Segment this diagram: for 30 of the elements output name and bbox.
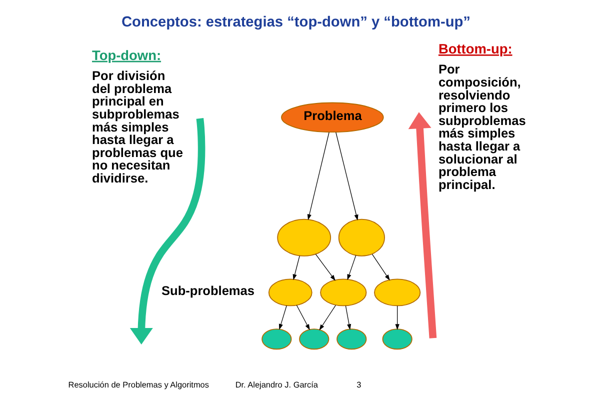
node-ellipse: Problema (281, 102, 384, 133)
label: Resolución de Problemas y Algoritmos (68, 380, 209, 390)
arrow (278, 305, 287, 330)
arrow (372, 254, 390, 281)
arrow (315, 254, 336, 281)
node-ellipse (277, 218, 332, 256)
arrow (292, 256, 300, 280)
node-ellipse (299, 328, 330, 350)
node-ellipse (262, 328, 292, 350)
label: Dr. Alejandro J. García (235, 380, 318, 390)
arrow (307, 132, 330, 220)
arrow (345, 306, 352, 330)
label: Top-down: (92, 48, 162, 63)
arrow (347, 255, 356, 280)
node-ellipse (338, 218, 385, 256)
node-ellipse (382, 328, 412, 350)
label: 3 (356, 380, 362, 390)
label: Por división del problema principal en subproblemas más simples hasta llegar a problemas que no necesitan dividirse. (92, 68, 183, 186)
arrow (336, 132, 358, 221)
arrow (296, 304, 310, 330)
arrow (395, 306, 400, 330)
label: Bottom-up: (438, 41, 512, 56)
label: Sub-problemas (161, 282, 255, 298)
node-ellipse (268, 278, 312, 306)
node-ellipse (320, 278, 367, 306)
label: Por composición, resolviendo primero los subproblemas más simples hasta llegar a solucionar al problema principal. (438, 62, 526, 192)
diagram-title: Conceptos: estrategias “top-down” y “bottom-up” (122, 14, 470, 30)
arrow (319, 304, 336, 330)
node-ellipse (336, 328, 367, 350)
node-ellipse (374, 278, 421, 306)
